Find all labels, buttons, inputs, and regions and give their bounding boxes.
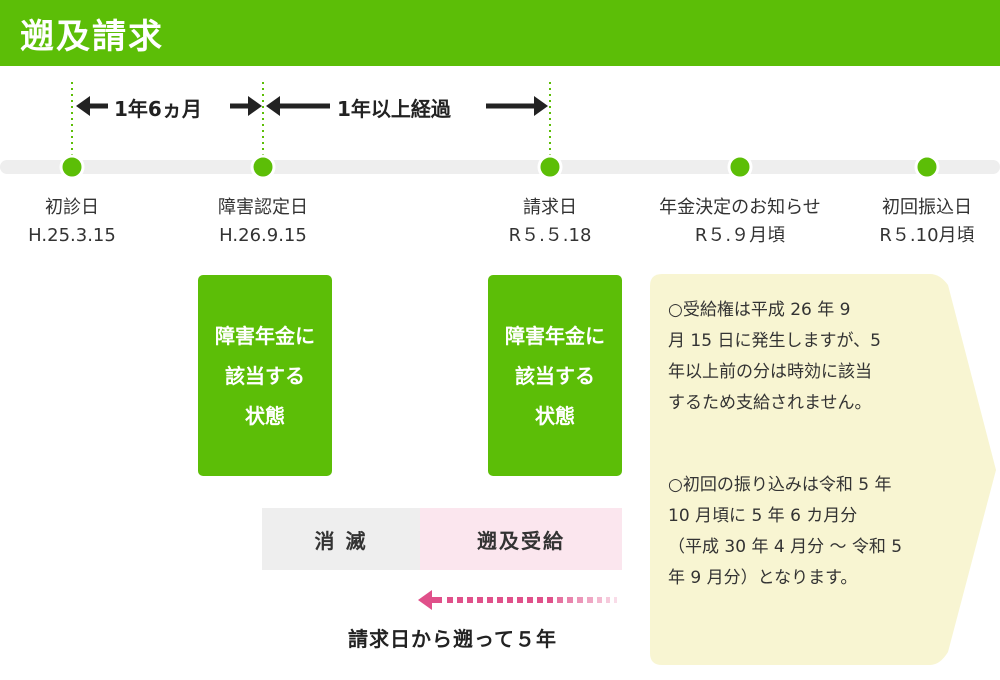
status-box-recognition: 障害年金に 該当する 状態 bbox=[198, 275, 332, 476]
timeline-date: R５.10月頃 bbox=[879, 225, 975, 246]
timeline-label: 初回振込日 bbox=[882, 197, 972, 218]
note-line: 年以上前の分は時効に該当 bbox=[668, 362, 872, 382]
timeline-label: 初診日 bbox=[45, 197, 99, 218]
timeline-dot-5 bbox=[914, 154, 940, 180]
bar-right-bg bbox=[420, 508, 622, 570]
timeline-item-1: 初診日 H.25.3.15 bbox=[12, 194, 132, 250]
timeline-item-4: 年金決定のお知らせ R５.９月頃 bbox=[640, 194, 840, 250]
status-box-claim: 障害年金に 該当する 状態 bbox=[488, 275, 622, 476]
timeline-dot-4 bbox=[727, 154, 753, 180]
page-title: 遡及請求 bbox=[20, 17, 164, 57]
measure-1-arrows bbox=[76, 96, 262, 116]
note-paragraph-2: ○初回の振り込みは令和 5 年 10 月頃に 5 年 6 カ月分 （平成 30 … bbox=[668, 470, 902, 594]
timeline-label: 年金決定のお知らせ bbox=[659, 197, 821, 218]
timeline-item-2: 障害認定日 H.26.9.15 bbox=[193, 194, 333, 250]
status-box-line: 状態 bbox=[245, 403, 285, 428]
timeline-date: H.25.3.15 bbox=[28, 225, 116, 246]
status-box-line: 該当する bbox=[515, 363, 595, 388]
note-line: ○受給権は平成 26 年 9 bbox=[668, 300, 851, 320]
timeline-item-5: 初回振込日 R５.10月頃 bbox=[862, 194, 992, 250]
status-box-line: 障害年金に bbox=[215, 323, 315, 348]
retro-arrow bbox=[418, 590, 617, 610]
note-line: 月 15 日に発生しますが、5 bbox=[668, 331, 881, 351]
status-box-line: 状態 bbox=[535, 403, 575, 428]
timeline-item-3: 請求日 R５.５.18 bbox=[490, 194, 610, 250]
measure-label-1: 1年6ヵ月 bbox=[114, 97, 202, 121]
timeline-dot-1 bbox=[59, 154, 85, 180]
timeline-label: 請求日 bbox=[523, 197, 577, 218]
note-line: 年 9 月分）となります。 bbox=[668, 568, 858, 588]
timeline-date: R５.９月頃 bbox=[694, 225, 786, 246]
measure-label-2: 1年以上経過 bbox=[337, 97, 451, 121]
status-box-line: 該当する bbox=[225, 363, 305, 388]
timeline-dot-3 bbox=[537, 154, 563, 180]
bar-retroactive-label: 遡及受給 bbox=[477, 528, 565, 553]
timeline-label: 障害認定日 bbox=[218, 197, 308, 218]
retro-caption: 請求日から遡って５年 bbox=[348, 627, 557, 651]
note-line: ○初回の振り込みは令和 5 年 bbox=[668, 475, 892, 495]
timeline-line bbox=[0, 160, 1000, 174]
header-bar: 遡及請求 bbox=[0, 0, 1000, 66]
note-paragraph-1: ○受給権は平成 26 年 9 月 15 日に発生しますが、5 年以上前の分は時効… bbox=[668, 295, 881, 419]
bar-extinguished-label: 消 滅 bbox=[314, 528, 368, 553]
timeline-dot-2 bbox=[250, 154, 276, 180]
timeline-date: R５.５.18 bbox=[508, 225, 592, 246]
measure-2-arrows bbox=[266, 96, 548, 116]
bar-left-bg bbox=[262, 508, 420, 570]
status-box-line: 障害年金に bbox=[505, 323, 605, 348]
note-line: するため支給されません。 bbox=[668, 393, 872, 413]
timeline-date: H.26.9.15 bbox=[219, 225, 307, 246]
note-line: 10 月頃に 5 年 6 カ月分 bbox=[668, 506, 858, 526]
note-background bbox=[650, 274, 996, 665]
note-line: （平成 30 年 4 月分 〜 令和 5 bbox=[668, 537, 903, 557]
